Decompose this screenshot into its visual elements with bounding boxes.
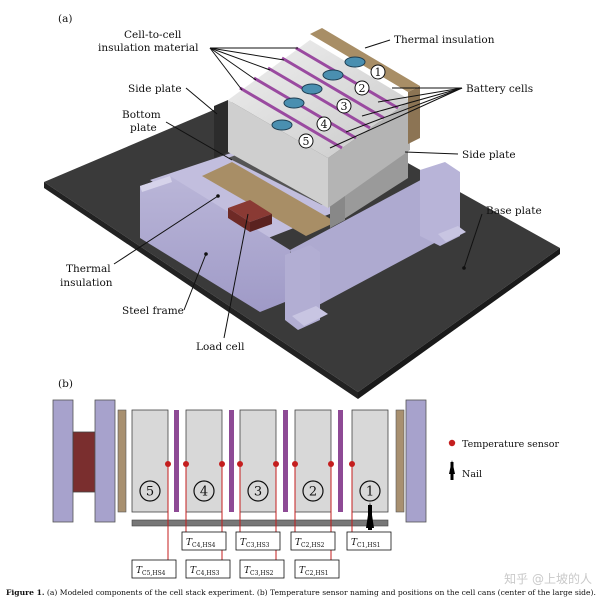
figure-canvas: (a) 1 xyxy=(44,13,560,579)
sensor-label-c4-hs3: TC4,HS3 xyxy=(190,566,220,577)
label-side-plate-left: Side plate xyxy=(128,83,182,95)
insulation-4 xyxy=(338,410,343,512)
label-thermal-insulation-left-line1: Thermal xyxy=(66,263,111,275)
watermark: 知乎 @上坡的人 xyxy=(504,572,592,586)
base-plate-edge xyxy=(44,182,358,399)
cell-number-markers: 1 2 3 4 5 xyxy=(298,64,386,149)
cell-num-b-3: 3 xyxy=(254,485,262,500)
cell-2 xyxy=(294,409,332,513)
cell-vents xyxy=(271,56,366,131)
cell-num-a-1: 1 xyxy=(375,66,382,79)
cell-5 xyxy=(131,409,169,513)
cell-stack-front xyxy=(228,100,328,208)
label-cell-to-cell-line1: Cell-to-cell xyxy=(124,29,182,41)
cell-insulation-strips xyxy=(239,46,399,150)
caption-figure-number: Figure 1. xyxy=(6,588,45,597)
steel-frame-left-wall xyxy=(140,176,290,312)
bottom-plate-b xyxy=(131,519,389,527)
insulation-3 xyxy=(283,410,288,512)
legend-sensor-label: Temperature sensor xyxy=(462,439,559,450)
label-battery-cells: Battery cells xyxy=(466,83,533,95)
cell-num-a-3: 3 xyxy=(341,100,348,113)
label-base-plate: Base plate xyxy=(486,205,542,217)
label-thermal-insulation-left-line2: insulation xyxy=(60,277,113,289)
panel-b-tag: (b) xyxy=(58,378,73,390)
sensor-labels-bottom: TC5,HS4 TC4,HS3 TC3,HS2 TC2,HS1 xyxy=(131,559,340,579)
sensor-wires xyxy=(167,464,353,560)
label-bottom-plate-line2: plate xyxy=(130,122,157,134)
insulation-1 xyxy=(174,410,179,512)
legend-nail-icon xyxy=(449,460,455,480)
insulation-2 xyxy=(229,410,234,512)
side-plate-left xyxy=(214,100,228,158)
panel-a-tag: (a) xyxy=(58,13,72,25)
label-thermal-insulation-top: Thermal insulation xyxy=(394,34,495,46)
cell-number-markers-b: 5 4 3 2 1 xyxy=(139,480,381,502)
sensor-label-c3-hs3: TC3,HS3 xyxy=(240,538,270,549)
cell-num-b-5: 5 xyxy=(146,485,154,500)
cell-num-b-2: 2 xyxy=(309,485,317,500)
sensor-label-c2-hs1: TC2,HS1 xyxy=(299,566,329,577)
nail-icon xyxy=(366,502,374,530)
load-cell-block xyxy=(72,431,96,493)
label-bottom-plate-line1: Bottom xyxy=(122,109,161,121)
figure-caption: Figure 1. (a) Modeled components of the … xyxy=(6,588,596,598)
cell-3 xyxy=(239,409,277,513)
base-plate xyxy=(44,86,560,392)
thermal-insulation-bottom xyxy=(202,162,336,236)
sensor-label-c4-hs4: TC4,HS4 xyxy=(186,538,216,549)
sensor-dots xyxy=(165,461,355,467)
frame-left-outer xyxy=(52,399,74,523)
leader-lines xyxy=(113,39,483,339)
legend-sensor-dot xyxy=(448,439,456,447)
caption-text: (a) Modeled components of the cell stack… xyxy=(44,588,596,597)
thermal-insulation-top xyxy=(310,28,420,92)
frame-left-inner xyxy=(94,399,116,523)
label-side-plate-right: Side plate xyxy=(462,149,516,161)
cell-num-b-1: 1 xyxy=(366,485,374,500)
cell-stack-side xyxy=(328,100,410,208)
sensor-label-c1-hs1: TC1,HS1 xyxy=(351,538,381,549)
cell-num-a-2: 2 xyxy=(359,82,366,95)
label-cell-to-cell-line2: insulation material xyxy=(98,42,199,54)
sensor-label-c3-hs2: TC3,HS2 xyxy=(244,566,274,577)
cells-row xyxy=(131,409,389,513)
label-steel-frame: Steel frame xyxy=(122,305,184,317)
sensor-label-c5-hs4: TC5,HS4 xyxy=(136,566,166,577)
cell-num-b-4: 4 xyxy=(200,485,208,500)
frame-right xyxy=(405,399,427,523)
sensor-label-c2-hs2: TC2,HS2 xyxy=(295,538,325,549)
thermal-right xyxy=(395,409,405,513)
steel-frame-right-wall xyxy=(290,175,455,315)
legend-nail-label: Nail xyxy=(462,469,482,480)
load-cell xyxy=(228,200,272,222)
legend: Temperature sensor Nail xyxy=(448,439,559,480)
cell-num-a-5: 5 xyxy=(303,135,310,148)
sensor-labels-top: TC4,HS4 TC3,HS3 TC2,HS2 TC1,HS1 xyxy=(181,531,392,551)
cell-num-a-4: 4 xyxy=(321,118,328,131)
label-load-cell: Load cell xyxy=(196,341,245,353)
thermal-left xyxy=(117,409,127,513)
cell-4 xyxy=(185,409,223,513)
